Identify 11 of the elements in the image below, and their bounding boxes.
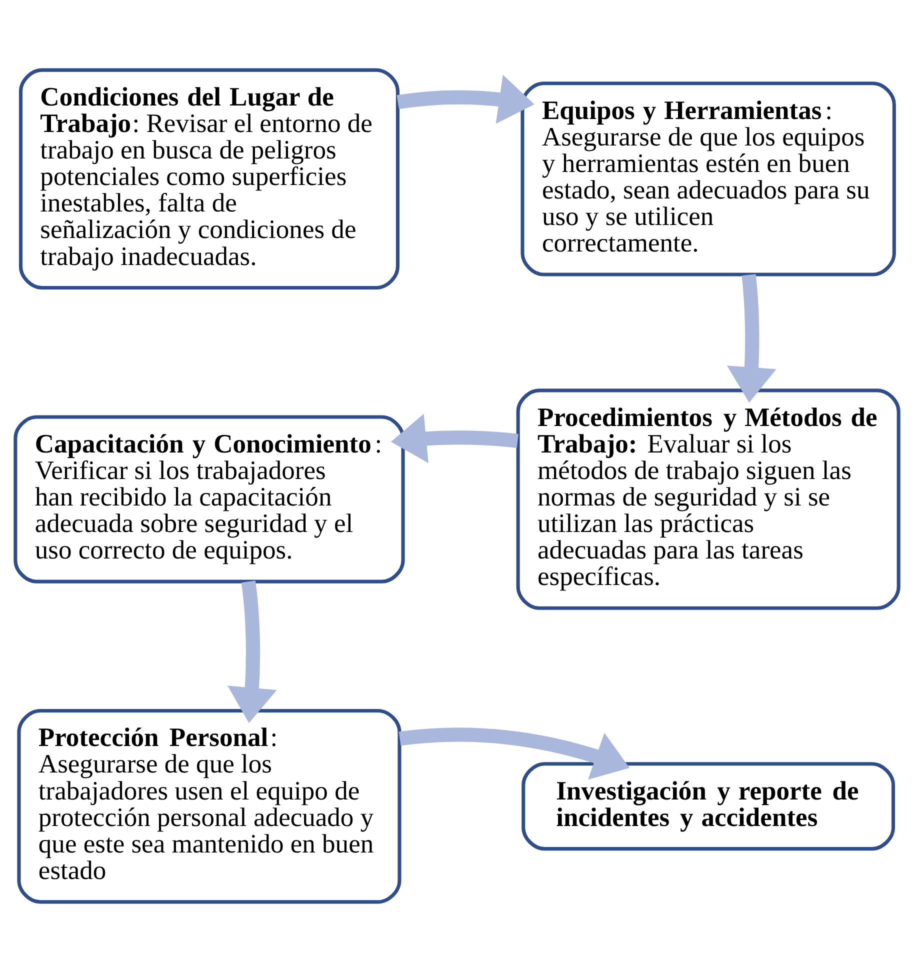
- arrow: [399, 728, 630, 780]
- arrow: [396, 74, 534, 124]
- arrow: [227, 580, 277, 723]
- node-box: Investigación y reporte de incidentes y accidentes: [522, 762, 896, 851]
- node-box: Condiciones del Lugar de Trabajo: Revisar el entorno de trabajo en busca de peligros potenciales como superficies inestables, falta de señalización y condiciones de trabajo inadecuadas.: [18, 68, 400, 290]
- arrow: [726, 274, 776, 403]
- node-box: Protección Personal: Asegurarse de que los trabajadores usen el equipo de protección personal adecuado y que este sea mantenido en buen estado: [17, 709, 402, 904]
- node-box: Equipos y Herramientas: Asegurarse de que los equipos y herramientas estén en buen estado, sean adecuados para su uso y se utilicen correctamente.: [520, 82, 896, 276]
- node-box: Procedimientos y Métodos de Trabajo: Evaluar si los métodos de trabajo siguen las normas de seguridad y si se utilizan las prácticas adecuadas para las tareas específicas.: [516, 388, 900, 610]
- node-box: Capacitación y Conocimiento: Verificar si los trabajadores han recibido la capacitación adecuada sobre seguridad y el uso correcto de equipos.: [14, 415, 405, 584]
- arrow: [390, 414, 518, 464]
